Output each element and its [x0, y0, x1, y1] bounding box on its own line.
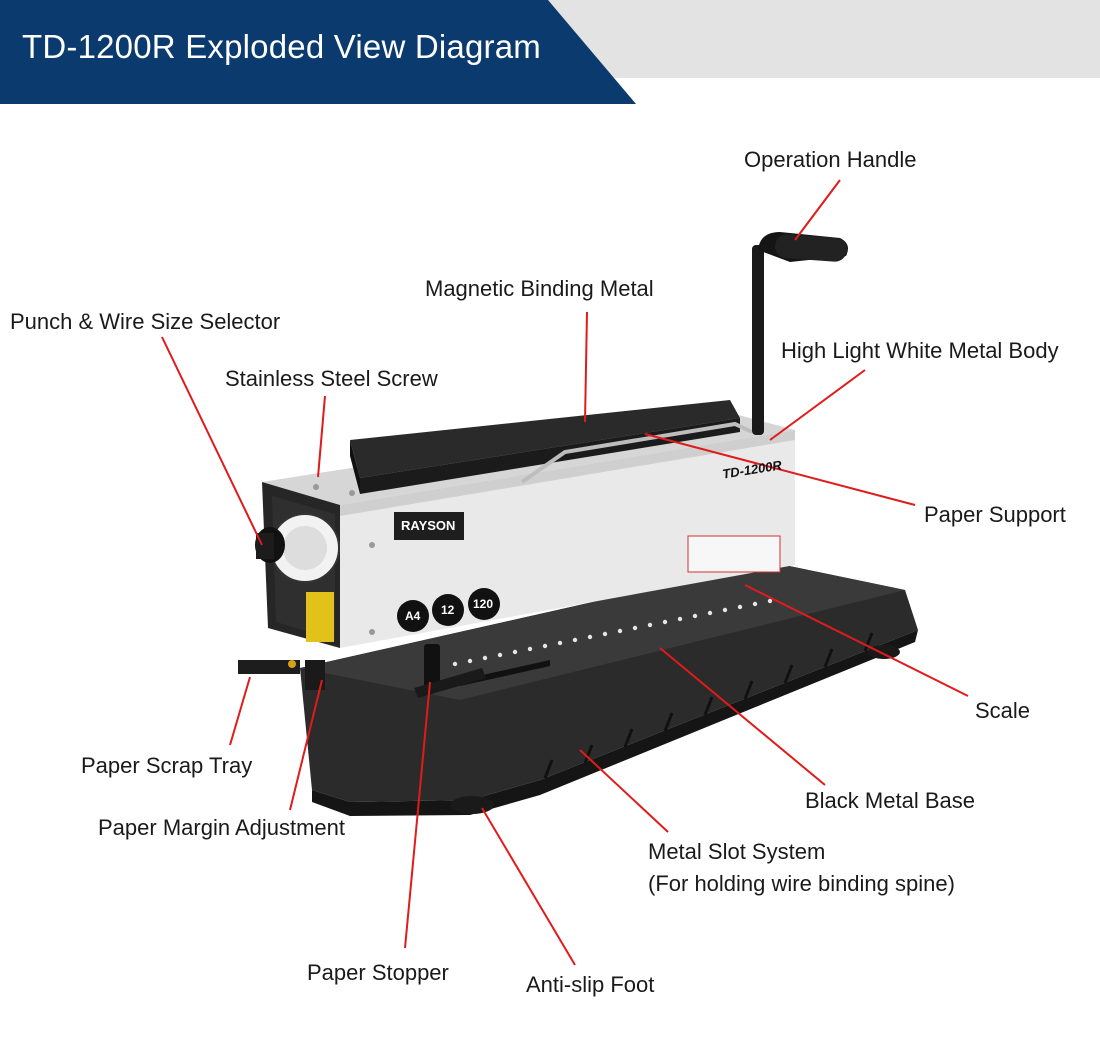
badge-a4: A4	[405, 609, 421, 623]
paper-support-wire	[520, 421, 753, 484]
callout-line-anti-slip-foot	[481, 807, 576, 966]
label-paper-margin: Paper Margin Adjustment	[98, 815, 346, 840]
anti-slip-foot-shape	[450, 796, 494, 814]
callout-line-magnetic-binding-metal	[584, 311, 588, 423]
brand-plate	[394, 512, 464, 540]
badge-circle	[397, 600, 429, 632]
header-banner	[0, 0, 636, 104]
callout-line-paper-margin	[289, 679, 323, 811]
page-title: TD-1200R Exploded View Diagram	[22, 28, 541, 65]
operation-handle-shape	[752, 232, 848, 435]
scale-dots	[452, 598, 773, 667]
label-stainless-screw: Stainless Steel Screw	[225, 366, 438, 391]
selector-knob-shape	[255, 527, 285, 563]
label-metal-slot-line2: (For holding wire binding spine)	[648, 871, 955, 896]
callout-line-metal-slot-system	[579, 749, 669, 833]
callout-line-paper-stopper	[404, 681, 431, 949]
label-anti-slip-foot: Anti-slip Foot	[526, 972, 655, 997]
label-punch-wire-selector: Punch & Wire Size Selector	[10, 309, 281, 334]
label-black-metal-base: Black Metal Base	[805, 788, 975, 813]
label-paper-stopper: Paper Stopper	[307, 960, 449, 985]
label-operation-handle: Operation Handle	[744, 147, 917, 172]
callout-line-black-metal-base	[659, 647, 826, 786]
warning-sticker	[306, 592, 334, 642]
label-scale: Scale	[975, 698, 1031, 723]
label-paper-support: Paper Support	[924, 502, 1066, 527]
label-high-light-body: High Light White Metal Body	[781, 338, 1059, 363]
callout-line-paper-support	[644, 433, 916, 506]
metal-slot-teeth	[543, 632, 874, 779]
badge-12: 12	[441, 603, 455, 617]
callout-lines	[161, 179, 969, 966]
brand-text: RAYSON	[401, 518, 456, 533]
callout-line-operation-handle	[794, 179, 841, 241]
paper-scrap-tray-handle	[238, 660, 300, 674]
label-metal-slot-line1: Metal Slot System	[648, 839, 826, 864]
black-metal-base-shape	[300, 562, 918, 816]
badge-120: 120	[473, 597, 494, 611]
callout-line-scale	[744, 584, 969, 697]
callout-line-paper-scrap-tray	[229, 676, 251, 746]
label-paper-scrap-tray: Paper Scrap Tray	[81, 753, 253, 778]
callout-line-stainless-screw	[317, 395, 326, 478]
callout-line-punch-wire-selector	[161, 336, 263, 546]
paper-stopper-shape	[414, 644, 486, 698]
label-magnetic-binding-metal: Magnetic Binding Metal	[425, 276, 654, 301]
callout-line-high-light-body	[769, 369, 866, 441]
